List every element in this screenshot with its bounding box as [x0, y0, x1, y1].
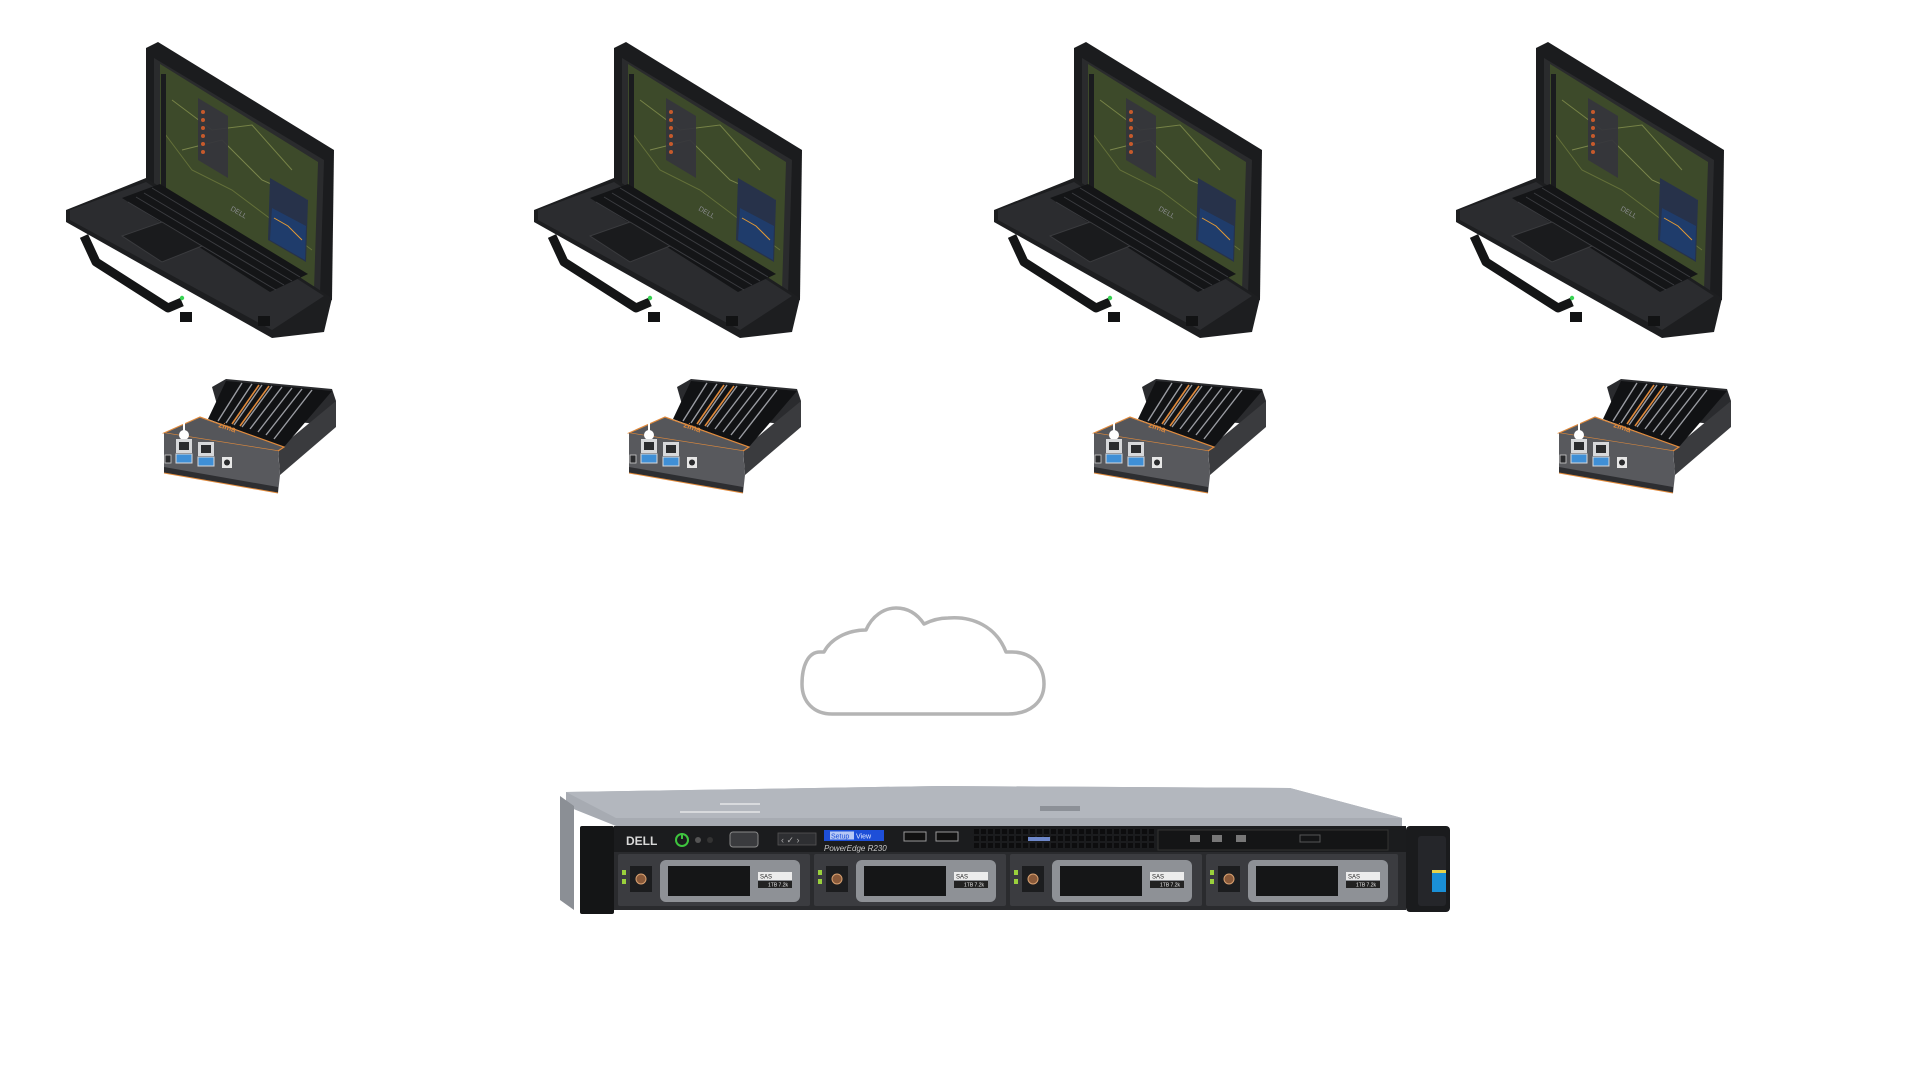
usbc-port [1559, 454, 1567, 464]
usb-port-2 [197, 456, 215, 467]
drive-bay[interactable]: SAS 1TB 7.2k [618, 854, 810, 906]
mini-pc-client-4: zima [1555, 375, 1735, 500]
vga-port [729, 831, 759, 848]
lcd-text: View [856, 834, 872, 841]
server-left-ear [560, 796, 574, 910]
usb-port-front-1 [903, 831, 927, 842]
minipc-side [743, 401, 801, 475]
drive-type-label: SAS [760, 875, 772, 881]
ethernet-port-2 [1128, 442, 1144, 456]
laptop-client-1: DELL [62, 40, 342, 340]
lcd-nav-buttons[interactable]: ‹ ✓ › [777, 832, 817, 846]
usbc-port [629, 454, 637, 464]
server-brand-logo: DELL [626, 834, 657, 848]
ethernet-port-1 [1106, 439, 1122, 453]
usb-port-1 [1105, 453, 1123, 464]
drive-type-label: SAS [1152, 875, 1164, 881]
ethernet-port-2 [1593, 442, 1609, 456]
usb-port-1 [640, 453, 658, 464]
ethernet-port-2 [663, 442, 679, 456]
drive-capacity-label: 1TB 7.2k [1160, 883, 1181, 889]
minipc-side [1673, 401, 1731, 475]
minipc-side [278, 401, 336, 475]
laptop-client-3: DELL [990, 40, 1270, 340]
dc-power-jack [1617, 457, 1627, 468]
laptop-keyboard [122, 184, 308, 292]
power-button[interactable] [675, 833, 689, 847]
usb-port-front-2 [935, 831, 959, 842]
laptop-handle [547, 234, 652, 313]
usbc-port [164, 454, 172, 464]
laptop-touchpad [120, 221, 204, 263]
heatsink-fins [208, 381, 332, 447]
laptop-touchpad [1510, 221, 1594, 263]
usb-port-2 [1592, 456, 1610, 467]
drive-capacity-label: 1TB 7.2k [768, 883, 789, 889]
drive-capacity-label: 1TB 7.2k [964, 883, 985, 889]
heatsink-fins [1603, 381, 1727, 447]
laptop-handle [1469, 234, 1574, 313]
ethernet-port-1 [1571, 439, 1587, 453]
heatsink-fins [1138, 381, 1262, 447]
mini-pc-client-3: zima [1090, 375, 1270, 500]
usbc-port [1094, 454, 1102, 464]
usb-port-1 [1570, 453, 1588, 464]
status-led [179, 295, 185, 301]
laptop-keyboard [1512, 184, 1698, 292]
heatsink-fins [673, 381, 797, 447]
usb-port-2 [1127, 456, 1145, 467]
drive-bay[interactable]: SAS 1TB 7.2k [814, 854, 1006, 906]
drive-type-label: SAS [1348, 875, 1360, 881]
laptop-keyboard [1050, 184, 1236, 292]
vent-grille [974, 829, 1154, 848]
ethernet-port-1 [641, 439, 657, 453]
drive-type-label: SAS [956, 875, 968, 881]
cloud-node [800, 606, 1048, 716]
dc-power-jack [1152, 457, 1162, 468]
ethernet-port-1 [176, 439, 192, 453]
intel-badge [1432, 872, 1446, 892]
mini-pc-client-1: zima [160, 375, 340, 500]
status-led [1569, 295, 1575, 301]
laptop-touchpad [588, 221, 672, 263]
server-model-label: PowerEdge R230 [824, 844, 887, 853]
laptop-handle [79, 234, 184, 313]
svg-text:‹ ✓ ›: ‹ ✓ › [781, 835, 800, 845]
dc-power-jack [687, 457, 697, 468]
ethernet-port-2 [198, 442, 214, 456]
laptop-handle [1007, 234, 1112, 313]
status-led [647, 295, 653, 301]
usb-port-1 [175, 453, 193, 464]
rack-server: DELL ‹ ✓ › Setup View PowerEdge R230 [560, 782, 1460, 917]
cloud-outline-icon [800, 606, 1046, 716]
minipc-side [1208, 401, 1266, 475]
laptop-client-4: DELL [1452, 40, 1732, 340]
drive-bay[interactable]: SAS 1TB 7.2k [1010, 854, 1202, 906]
mini-pc-client-2: zima [625, 375, 805, 500]
drive-bay[interactable]: SAS 1TB 7.2k [1206, 854, 1398, 906]
lcd-highlight-text: Setup [831, 834, 849, 841]
drive-capacity-label: 1TB 7.2k [1356, 883, 1377, 889]
dc-power-jack [222, 457, 232, 468]
laptop-touchpad [1048, 221, 1132, 263]
status-led [1107, 295, 1113, 301]
laptop-keyboard [590, 184, 776, 292]
laptop-client-2: DELL [530, 40, 810, 340]
usb-port-2 [662, 456, 680, 467]
